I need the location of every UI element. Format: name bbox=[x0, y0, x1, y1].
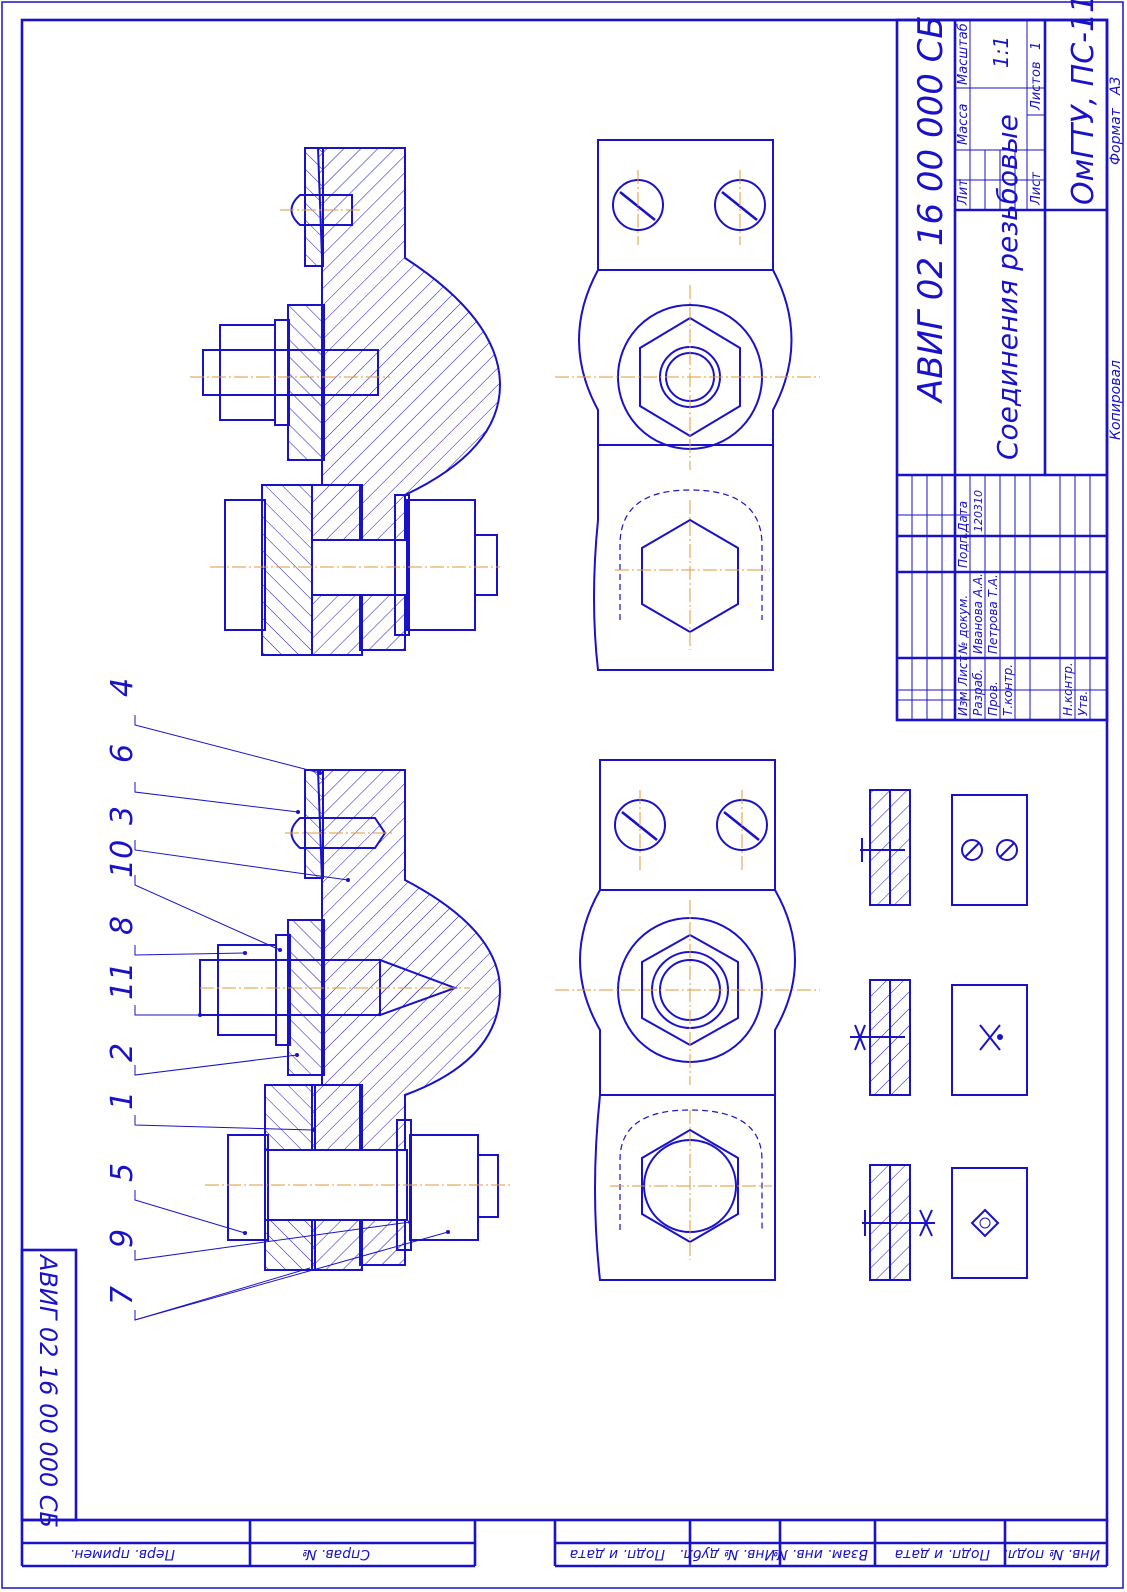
rev-header-sign: Подп. bbox=[956, 532, 970, 568]
title-block-organization: ОмГТУ, ПС-119 bbox=[1066, 0, 1101, 205]
label-scale: Масштаб bbox=[956, 23, 971, 85]
position-6: 6 bbox=[105, 744, 140, 763]
position-5: 5 bbox=[105, 1163, 140, 1182]
strip-inv-orig: Инв. № подл. bbox=[1003, 1546, 1100, 1562]
left-stamp: АВИГ 02 16 00 000 СБ bbox=[20, 1248, 78, 1528]
position-leaders bbox=[134, 715, 450, 1321]
rev-header-date: Дата bbox=[956, 501, 970, 533]
bottom-plan-view bbox=[555, 759, 820, 1281]
top-section-view bbox=[190, 147, 502, 656]
label-lit: Лит bbox=[956, 179, 971, 206]
position-3: 3 bbox=[105, 806, 140, 825]
title-block-designation: АВИГ 02 16 00 000 СБ bbox=[911, 15, 951, 404]
strip-inv-dup: Инв. № дубл. bbox=[679, 1546, 775, 1562]
position-10: 10 bbox=[105, 840, 140, 878]
top-plan-view bbox=[555, 139, 820, 671]
strip-repl-inv: Взам. инв. № bbox=[773, 1546, 868, 1562]
role-developed: Разраб. bbox=[971, 669, 985, 716]
title-block-title: Соединения резьбовые bbox=[991, 114, 1024, 460]
format-value: А3 bbox=[1108, 77, 1124, 96]
inner-frame bbox=[20, 18, 1109, 1522]
role-tech-control: Т.контр. bbox=[1001, 664, 1015, 716]
bottom-section-view bbox=[199, 769, 510, 1271]
strip-sign-date-1: Подп. и дата bbox=[570, 1546, 665, 1562]
strip-sign-date-2: Подп. и дата bbox=[895, 1546, 990, 1562]
position-8: 8 bbox=[105, 916, 140, 935]
role-norm-control: Н.контр. bbox=[1061, 662, 1075, 716]
position-7: 7 bbox=[105, 1286, 140, 1305]
left-stamp-first-use: Перв. примен. bbox=[70, 1546, 175, 1562]
label-sheet: Лист bbox=[1029, 172, 1044, 206]
rev-header-sheet: Лист bbox=[956, 655, 970, 687]
position-1: 1 bbox=[105, 1091, 140, 1110]
format-label: Формат bbox=[1108, 107, 1124, 165]
role-approved: Утв. bbox=[1076, 691, 1090, 716]
left-stamp-designation: АВИГ 02 16 00 000 СБ bbox=[34, 1253, 62, 1528]
bottom-strip: Перв. примен. Справ. № Подп. и дата Инв.… bbox=[20, 1520, 1109, 1568]
title-block: АВИГ 02 16 00 000 СБ Соединения резьбовы… bbox=[895, 0, 1109, 722]
label-sheets: Листов bbox=[1029, 61, 1044, 111]
position-11: 11 bbox=[105, 962, 140, 1000]
date-developed: 120310 bbox=[972, 490, 985, 532]
position-4: 4 bbox=[105, 678, 140, 697]
name-checker: Петрова Т.А. bbox=[986, 574, 1000, 654]
rev-header-change: Изм. bbox=[956, 688, 970, 716]
position-2: 2 bbox=[105, 1043, 140, 1062]
left-stamp-ref-no: Справ. № bbox=[302, 1546, 370, 1562]
rev-header-docno: № докум. bbox=[956, 595, 970, 655]
name-developer: Иванова А.А. bbox=[971, 573, 985, 654]
label-mass: Масса bbox=[956, 104, 971, 145]
copied-label: Копировал bbox=[1108, 360, 1124, 440]
role-checked: Пров. bbox=[986, 681, 1000, 716]
position-9: 9 bbox=[105, 1229, 140, 1248]
sheets-value: 1 bbox=[1029, 42, 1044, 50]
scale-value: 1:1 bbox=[989, 36, 1013, 68]
simplified-views bbox=[850, 789, 1028, 1281]
